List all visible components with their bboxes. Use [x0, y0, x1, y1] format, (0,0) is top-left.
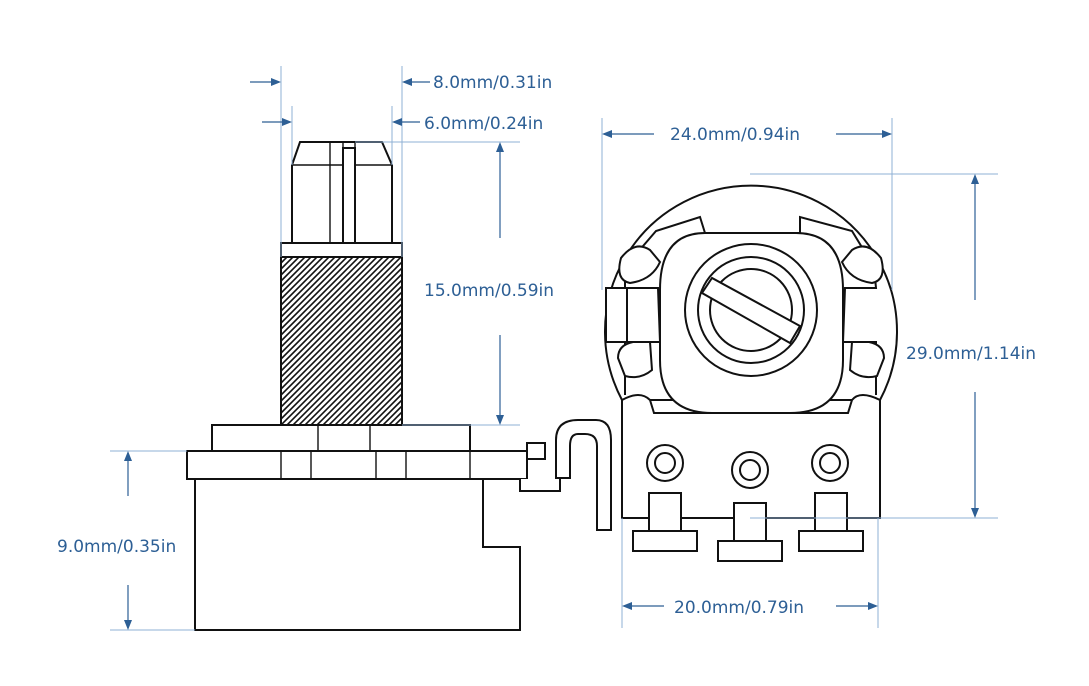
shaft-head — [291, 141, 393, 244]
thread-line — [281, 257, 325, 300]
dimension-total-height: 29.0mm/1.14in — [906, 174, 1036, 518]
thread-line — [281, 257, 331, 306]
dim-label-total-height: 29.0mm/1.14in — [906, 344, 1036, 364]
side-view — [186, 141, 612, 631]
thread-line — [351, 375, 402, 425]
thread-line — [345, 369, 402, 425]
thread-line — [281, 257, 397, 372]
slot-left-top — [618, 245, 662, 285]
dim-label-body-width: 24.0mm/0.94in — [670, 125, 800, 145]
thread-line — [321, 345, 402, 425]
thread-line — [285, 309, 402, 425]
shaft-collar — [280, 242, 403, 258]
thread-line — [281, 285, 402, 408]
thread-line — [297, 321, 402, 425]
thread-line — [281, 257, 391, 366]
thread-line — [281, 257, 349, 324]
thread-line — [281, 279, 402, 402]
thread-line — [281, 273, 402, 396]
thread-line — [281, 303, 402, 425]
thread-line — [281, 257, 385, 360]
thread-line — [363, 387, 402, 425]
thread-line — [357, 381, 402, 425]
front-view — [604, 184, 898, 562]
thread-line — [309, 333, 402, 425]
threaded-bushing — [280, 256, 403, 426]
thread-line — [375, 399, 402, 425]
dim-label-terminal-span: 20.0mm/0.79in — [674, 598, 804, 618]
anti-rotation-tab — [519, 442, 561, 492]
thread-line — [327, 351, 402, 425]
thread-line — [281, 257, 307, 282]
dim-label-body-height: 9.0mm/0.35in — [57, 537, 176, 557]
terminal-pins — [632, 492, 864, 562]
thread-line — [291, 315, 402, 425]
mounting-plate — [186, 450, 528, 480]
dimension-body-height: 9.0mm/0.35in — [57, 451, 176, 630]
slot-right-top — [840, 245, 884, 285]
thread-line — [303, 327, 402, 425]
thread-line — [281, 257, 313, 288]
thread-line — [281, 257, 319, 294]
thread-line — [281, 291, 402, 414]
thread-line — [281, 261, 402, 384]
thread-line — [281, 297, 402, 420]
thread-line — [369, 393, 402, 425]
body-can — [194, 478, 521, 631]
dim-label-shaft-outer: 8.0mm/0.31in — [433, 73, 552, 93]
dimension-body-width: 24.0mm/0.94in — [602, 125, 892, 145]
slot-left-bottom — [616, 341, 654, 379]
dimension-shaft-length: 15.0mm/0.59in — [424, 142, 554, 425]
thread-line — [281, 267, 402, 390]
thread-line — [281, 257, 379, 354]
thread-line — [281, 257, 367, 342]
thread-line — [281, 257, 402, 378]
thread-line — [333, 357, 402, 425]
thread-line — [281, 257, 337, 312]
thread-line — [281, 257, 355, 330]
solder-lug — [555, 419, 612, 531]
dim-label-shaft-length: 15.0mm/0.59in — [424, 281, 554, 301]
dim-label-shaft-inner: 6.0mm/0.24in — [424, 114, 543, 134]
dimension-shaft-inner: 6.0mm/0.24in — [262, 114, 543, 134]
washer — [211, 424, 471, 452]
thread-line — [281, 257, 343, 318]
slot-right-bottom — [848, 341, 886, 379]
extension-lines — [110, 66, 998, 631]
terminal-holes — [646, 444, 849, 489]
thread-line — [315, 339, 402, 425]
side-notch — [605, 287, 628, 343]
thread-line — [281, 257, 373, 348]
shaft-slot — [700, 276, 802, 345]
thread-line — [281, 257, 361, 336]
dimension-terminal-span: 20.0mm/0.79in — [622, 598, 878, 618]
dimension-shaft-outer: 8.0mm/0.31in — [250, 73, 552, 93]
